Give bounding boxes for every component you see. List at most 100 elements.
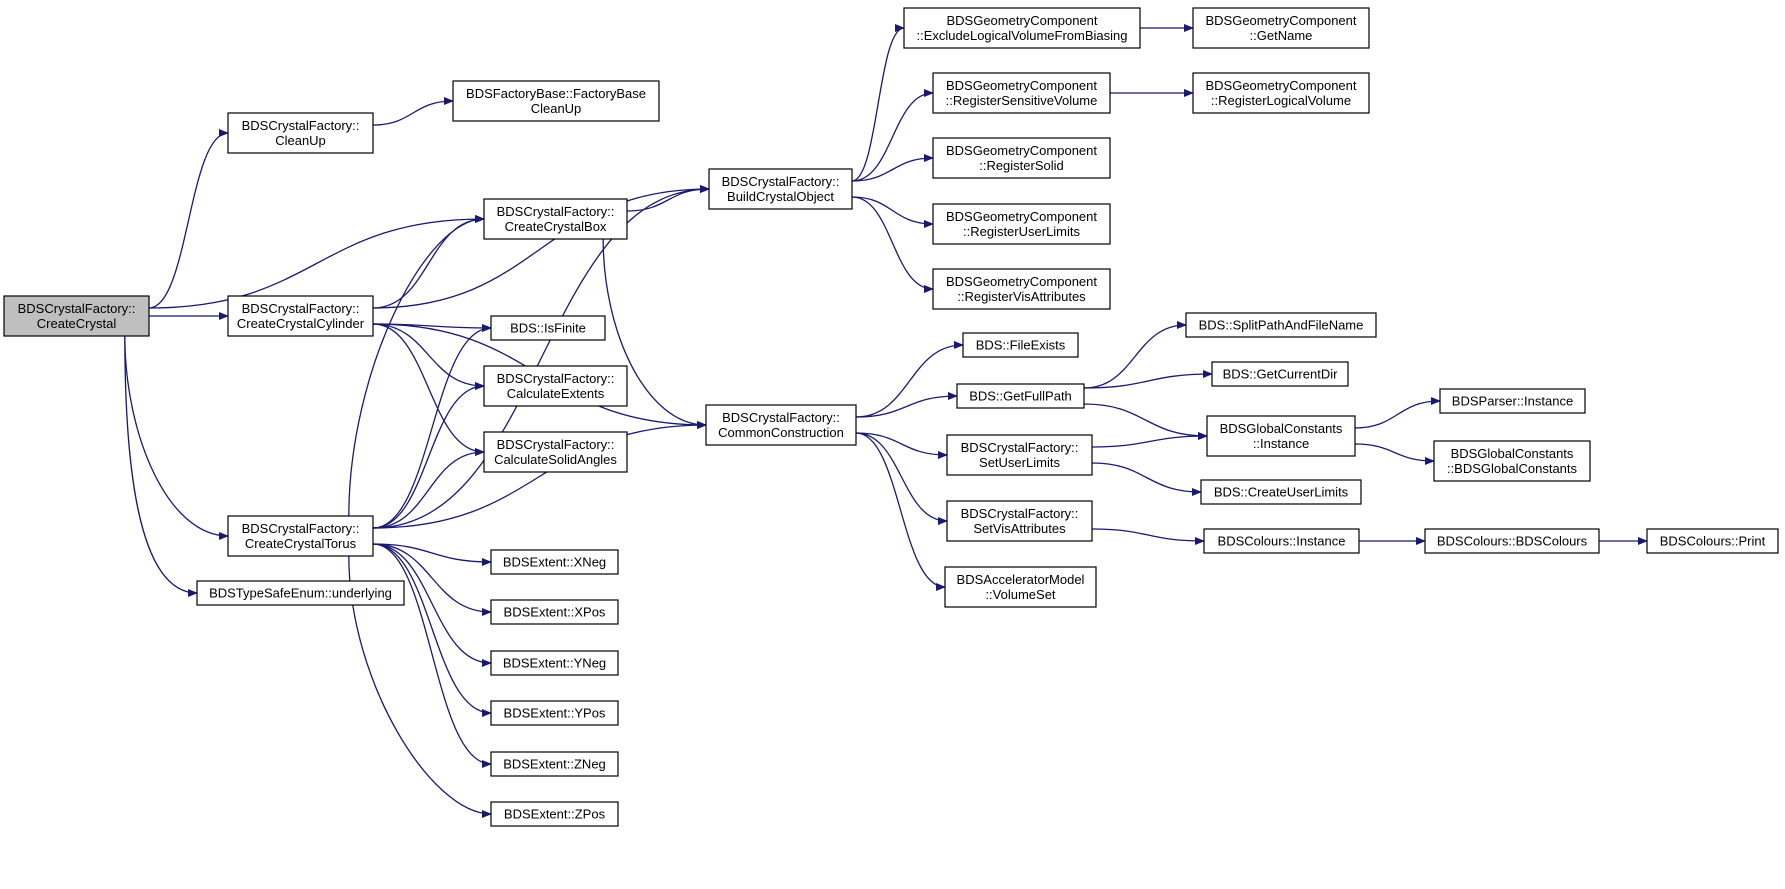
node-box[interactable] bbox=[227, 295, 374, 337]
node-calculate-extents[interactable]: BDSCrystalFactory::CalculateExtents bbox=[483, 365, 628, 407]
node-box[interactable] bbox=[490, 751, 619, 777]
node-parser-instance[interactable]: BDSParser::Instance bbox=[1439, 388, 1586, 414]
node-label: BDSExtent::ZNeg bbox=[503, 757, 606, 772]
node-box[interactable] bbox=[196, 580, 405, 606]
node-box[interactable] bbox=[932, 268, 1111, 310]
node-box[interactable] bbox=[1439, 388, 1586, 414]
node-zneg[interactable]: BDSExtent::ZNeg bbox=[490, 751, 619, 777]
node-is-finite[interactable]: BDS::IsFinite bbox=[490, 315, 606, 341]
node-label: BDSFactoryBase::FactoryBase bbox=[466, 86, 646, 101]
node-register-user-limits[interactable]: BDSGeometryComponent::RegisterUserLimits bbox=[932, 203, 1111, 245]
node-box[interactable] bbox=[1200, 479, 1362, 505]
node-exclude-lv[interactable]: BDSGeometryComponent::ExcludeLogicalVolu… bbox=[903, 7, 1141, 49]
node-box[interactable] bbox=[227, 515, 374, 557]
edge-BuildCrystalObject-to-RegisterUserLimits bbox=[851, 196, 934, 228]
node-box[interactable] bbox=[1206, 415, 1356, 457]
edge-CommonConstruction-to-SetUserLimits bbox=[855, 432, 948, 459]
node-label: BDSCrystalFactory:: bbox=[961, 440, 1079, 455]
node-create-crystal-box[interactable]: BDSCrystalFactory::CreateCrystalBox bbox=[483, 198, 628, 240]
node-box[interactable] bbox=[932, 203, 1111, 245]
node-box[interactable] bbox=[956, 383, 1085, 409]
node-box[interactable] bbox=[490, 315, 606, 341]
node-box[interactable] bbox=[1192, 72, 1370, 114]
node-box[interactable] bbox=[705, 404, 857, 446]
node-calculate-solid-angles[interactable]: BDSCrystalFactory::CalculateSolidAngles bbox=[483, 431, 628, 473]
node-box[interactable] bbox=[932, 72, 1111, 114]
node-box[interactable] bbox=[1424, 528, 1600, 554]
node-box[interactable] bbox=[490, 549, 619, 575]
node-box[interactable] bbox=[483, 198, 628, 240]
edge-CommonConstruction-to-VolumeSet bbox=[855, 432, 946, 591]
node-box[interactable] bbox=[1211, 361, 1349, 387]
node-box[interactable] bbox=[452, 80, 660, 122]
node-get-name[interactable]: BDSGeometryComponent::GetName bbox=[1192, 7, 1370, 49]
node-box[interactable] bbox=[483, 431, 628, 473]
node-create-user-limits[interactable]: BDS::CreateUserLimits bbox=[1200, 479, 1362, 505]
node-box[interactable] bbox=[1646, 528, 1779, 554]
node-gcctor[interactable]: BDSGlobalConstants::BDSGlobalConstants bbox=[1433, 440, 1591, 482]
node-colours-print[interactable]: BDSColours::Print bbox=[1646, 528, 1779, 554]
node-clean-up[interactable]: BDSCrystalFactory::CleanUp bbox=[227, 112, 374, 154]
node-xneg[interactable]: BDSExtent::XNeg bbox=[490, 549, 619, 575]
edge-GetFullPath-to-GetCurrentDir bbox=[1083, 370, 1213, 389]
node-label: BDSAcceleratorModel bbox=[957, 572, 1085, 587]
node-box[interactable] bbox=[946, 434, 1093, 476]
node-colours-ctor[interactable]: BDSColours::BDSColours bbox=[1424, 528, 1600, 554]
node-build-crystal-object[interactable]: BDSCrystalFactory::BuildCrystalObject bbox=[708, 168, 853, 210]
node-box[interactable] bbox=[490, 801, 619, 827]
edge-CreateCrystalTorus-to-CreateCrystalBox bbox=[348, 215, 485, 517]
node-set-vis-attributes[interactable]: BDSCrystalFactory::SetVisAttributes bbox=[946, 500, 1093, 542]
node-label: BDSColours::Print bbox=[1660, 534, 1766, 549]
edge-CreateCrystal-to-underlying bbox=[124, 335, 198, 597]
node-volume-set[interactable]: BDSAcceleratorModel::VolumeSet bbox=[944, 566, 1097, 608]
edge-CreateCrystalTorus-to-CalculateExtents bbox=[372, 382, 485, 529]
node-box[interactable] bbox=[708, 168, 853, 210]
node-common-construction[interactable]: BDSCrystalFactory::CommonConstruction bbox=[705, 404, 857, 446]
node-register-sensitive-volume[interactable]: BDSGeometryComponent::RegisterSensitiveV… bbox=[932, 72, 1111, 114]
edge-GetFullPath-to-SplitPathAndFileName bbox=[1083, 321, 1187, 389]
node-box[interactable] bbox=[490, 599, 619, 625]
node-get-full-path[interactable]: BDS::GetFullPath bbox=[956, 383, 1085, 409]
node-box[interactable] bbox=[227, 112, 374, 154]
node-label: BDS::FileExists bbox=[976, 338, 1066, 353]
node-register-solid[interactable]: BDSGeometryComponent::RegisterSolid bbox=[932, 137, 1111, 179]
node-label: BDS::IsFinite bbox=[510, 321, 586, 336]
node-label: BuildCrystalObject bbox=[727, 189, 834, 204]
node-box[interactable] bbox=[962, 332, 1079, 358]
edge-GCInstance-to-ParserInstance bbox=[1354, 397, 1441, 429]
node-gcinstance[interactable]: BDSGlobalConstants::Instance bbox=[1206, 415, 1356, 457]
node-set-user-limits[interactable]: BDSCrystalFactory::SetUserLimits bbox=[946, 434, 1093, 476]
node-get-current-dir[interactable]: BDS::GetCurrentDir bbox=[1211, 361, 1349, 387]
node-split-path-and-file-name[interactable]: BDS::SplitPathAndFileName bbox=[1185, 312, 1377, 338]
node-box[interactable] bbox=[1192, 7, 1370, 49]
node-ypos[interactable]: BDSExtent::YPos bbox=[490, 700, 619, 726]
node-box[interactable] bbox=[903, 7, 1141, 49]
node-box[interactable] bbox=[946, 500, 1093, 542]
node-register-vis-attributes[interactable]: BDSGeometryComponent::RegisterVisAttribu… bbox=[932, 268, 1111, 310]
node-label: BDSGeometryComponent bbox=[946, 143, 1097, 158]
node-zpos[interactable]: BDSExtent::ZPos bbox=[490, 801, 619, 827]
node-box[interactable] bbox=[1433, 440, 1591, 482]
node-colours-instance[interactable]: BDSColours::Instance bbox=[1203, 528, 1360, 554]
node-register-logical-volume[interactable]: BDSGeometryComponent::RegisterLogicalVol… bbox=[1192, 72, 1370, 114]
node-label: ::RegisterVisAttributes bbox=[957, 289, 1086, 304]
node-xpos[interactable]: BDSExtent::XPos bbox=[490, 599, 619, 625]
node-box[interactable] bbox=[944, 566, 1097, 608]
node-label: BDSParser::Instance bbox=[1452, 394, 1573, 409]
node-label: ::ExcludeLogicalVolumeFromBiasing bbox=[917, 28, 1128, 43]
node-yneg[interactable]: BDSExtent::YNeg bbox=[490, 650, 619, 676]
node-create-crystal[interactable]: BDSCrystalFactory::CreateCrystal bbox=[3, 295, 150, 337]
node-create-crystal-torus[interactable]: BDSCrystalFactory::CreateCrystalTorus bbox=[227, 515, 374, 557]
node-box[interactable] bbox=[1185, 312, 1377, 338]
node-underlying[interactable]: BDSTypeSafeEnum::underlying bbox=[196, 580, 405, 606]
node-box[interactable] bbox=[1203, 528, 1360, 554]
node-box[interactable] bbox=[3, 295, 150, 337]
node-file-exists[interactable]: BDS::FileExists bbox=[962, 332, 1079, 358]
edge-CreateCrystal-to-CreateCrystalTorus bbox=[124, 335, 229, 540]
node-box[interactable] bbox=[490, 700, 619, 726]
node-box[interactable] bbox=[490, 650, 619, 676]
node-create-crystal-cylinder[interactable]: BDSCrystalFactory::CreateCrystalCylinder bbox=[227, 295, 374, 337]
node-box[interactable] bbox=[932, 137, 1111, 179]
node-box[interactable] bbox=[483, 365, 628, 407]
